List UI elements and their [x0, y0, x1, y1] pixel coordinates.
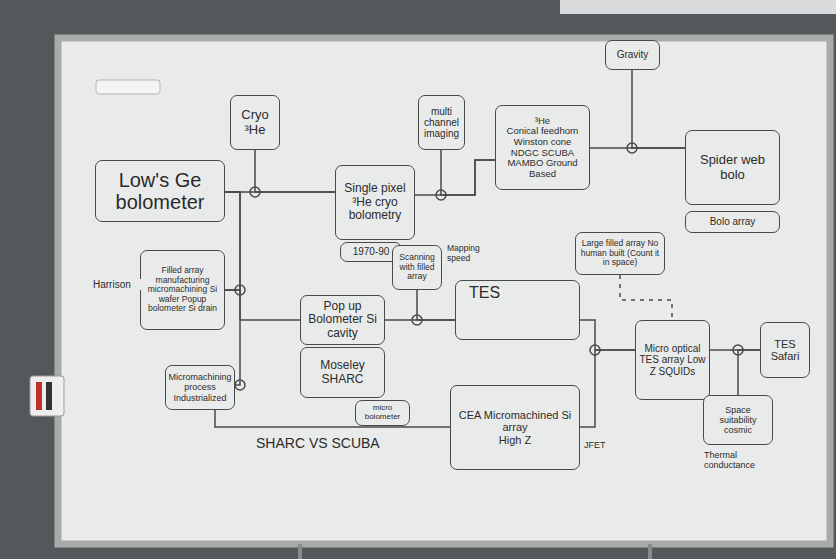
connector [738, 350, 760, 395]
note-label: Thermal conductance [703, 450, 785, 470]
connector [580, 320, 635, 350]
process-box: Moseley SHARC [300, 347, 385, 398]
node-text: Scanning with filled array [396, 253, 438, 282]
source-box: Low's Ge bolometer [95, 160, 225, 222]
stand-leg [298, 544, 302, 559]
node-text: micro bolometer [359, 404, 406, 422]
node-text: multi channel imaging [422, 106, 461, 140]
node-text: Cryo ³He [234, 108, 276, 137]
whiteboard [58, 38, 830, 544]
note-box: Scanning with filled array [392, 245, 442, 290]
node-subtext: ³He cryo bolometry [339, 196, 411, 223]
note-box: Space suitability cosmic [703, 395, 773, 445]
stand-leg [648, 544, 652, 559]
node-text: TES [459, 284, 500, 302]
node-text: Large filled array No human built (Count… [579, 239, 661, 268]
process-box: Micro opticalTES array Low Z SQUIDs [635, 320, 710, 400]
node-text: Moseley SHARC [304, 359, 381, 386]
node-text: 1970-90 [353, 246, 390, 257]
instrument-box: ³HeConical feedhorn Winston coneNDGC SCU… [495, 105, 590, 190]
eraser [96, 80, 160, 94]
cryo-box: Cryo ³He [230, 95, 280, 150]
connector [417, 290, 455, 320]
node-text: TES Safari [764, 338, 806, 363]
node-subtext: NDGC SCUBA MAMBO Ground Based [499, 148, 586, 180]
connector [225, 192, 240, 385]
node-text: Bolo array [710, 216, 756, 227]
note-label: JFET [583, 440, 615, 450]
connector [441, 150, 495, 195]
node-text: Space suitability cosmic [707, 405, 769, 435]
window-light [560, 0, 836, 14]
connector [620, 275, 672, 320]
node-text: CEA Micromachined Si array [454, 409, 576, 434]
node-subtext: TES array Low Z SQUIDs [639, 354, 706, 376]
note-box: Gravity [605, 40, 660, 70]
connector [225, 290, 300, 320]
marker-holder [30, 376, 64, 416]
process-box: Single pixel³He cryo bolometry [335, 165, 415, 240]
node-text: Filled array manufacturing micromachinin… [144, 266, 221, 314]
connector [580, 350, 635, 427]
node-text: Micro optical [644, 343, 700, 354]
node-text: ³He [535, 116, 550, 127]
node-text: Low's Ge bolometer [99, 169, 221, 214]
process-box: Pop up Bolometer Si cavity [300, 295, 385, 345]
note-label: SHARC VS SCUBA [255, 436, 427, 452]
process-box: multi channel imaging [418, 95, 465, 150]
connector [415, 160, 495, 195]
note-box: Large filled array No human built (Count… [575, 232, 665, 275]
connector [632, 70, 685, 148]
node-text: Gravity [617, 49, 649, 60]
connector [215, 410, 450, 427]
process-box: Filled array manufacturing micromachinin… [140, 250, 225, 330]
process-box: TES [455, 280, 580, 340]
note-box: Bolo array [685, 211, 780, 233]
note-box: micro bolometer [355, 400, 410, 426]
process-box: CEA Micromachined Si arrayHigh Z [450, 385, 580, 470]
node-subtext: High Z [499, 434, 531, 446]
node-text: Spider web bolo [689, 153, 776, 182]
connector [255, 150, 335, 192]
process-box: Micromachining process Industrialized [165, 365, 235, 410]
node-subtext: Conical feedhorn Winston cone [499, 126, 586, 147]
connector [225, 192, 240, 290]
note-label: Mapping speed [446, 244, 504, 263]
node-text: Pop up Bolometer Si cavity [304, 300, 381, 340]
node-text: Micromachining process Industrialized [168, 372, 231, 402]
marker [36, 382, 42, 410]
process-box: TES Safari [760, 322, 810, 378]
node-text: Single pixel [344, 182, 405, 195]
process-box: Spider web bolo [685, 130, 780, 205]
note-label: Harrison [92, 279, 142, 290]
marker [46, 382, 52, 410]
